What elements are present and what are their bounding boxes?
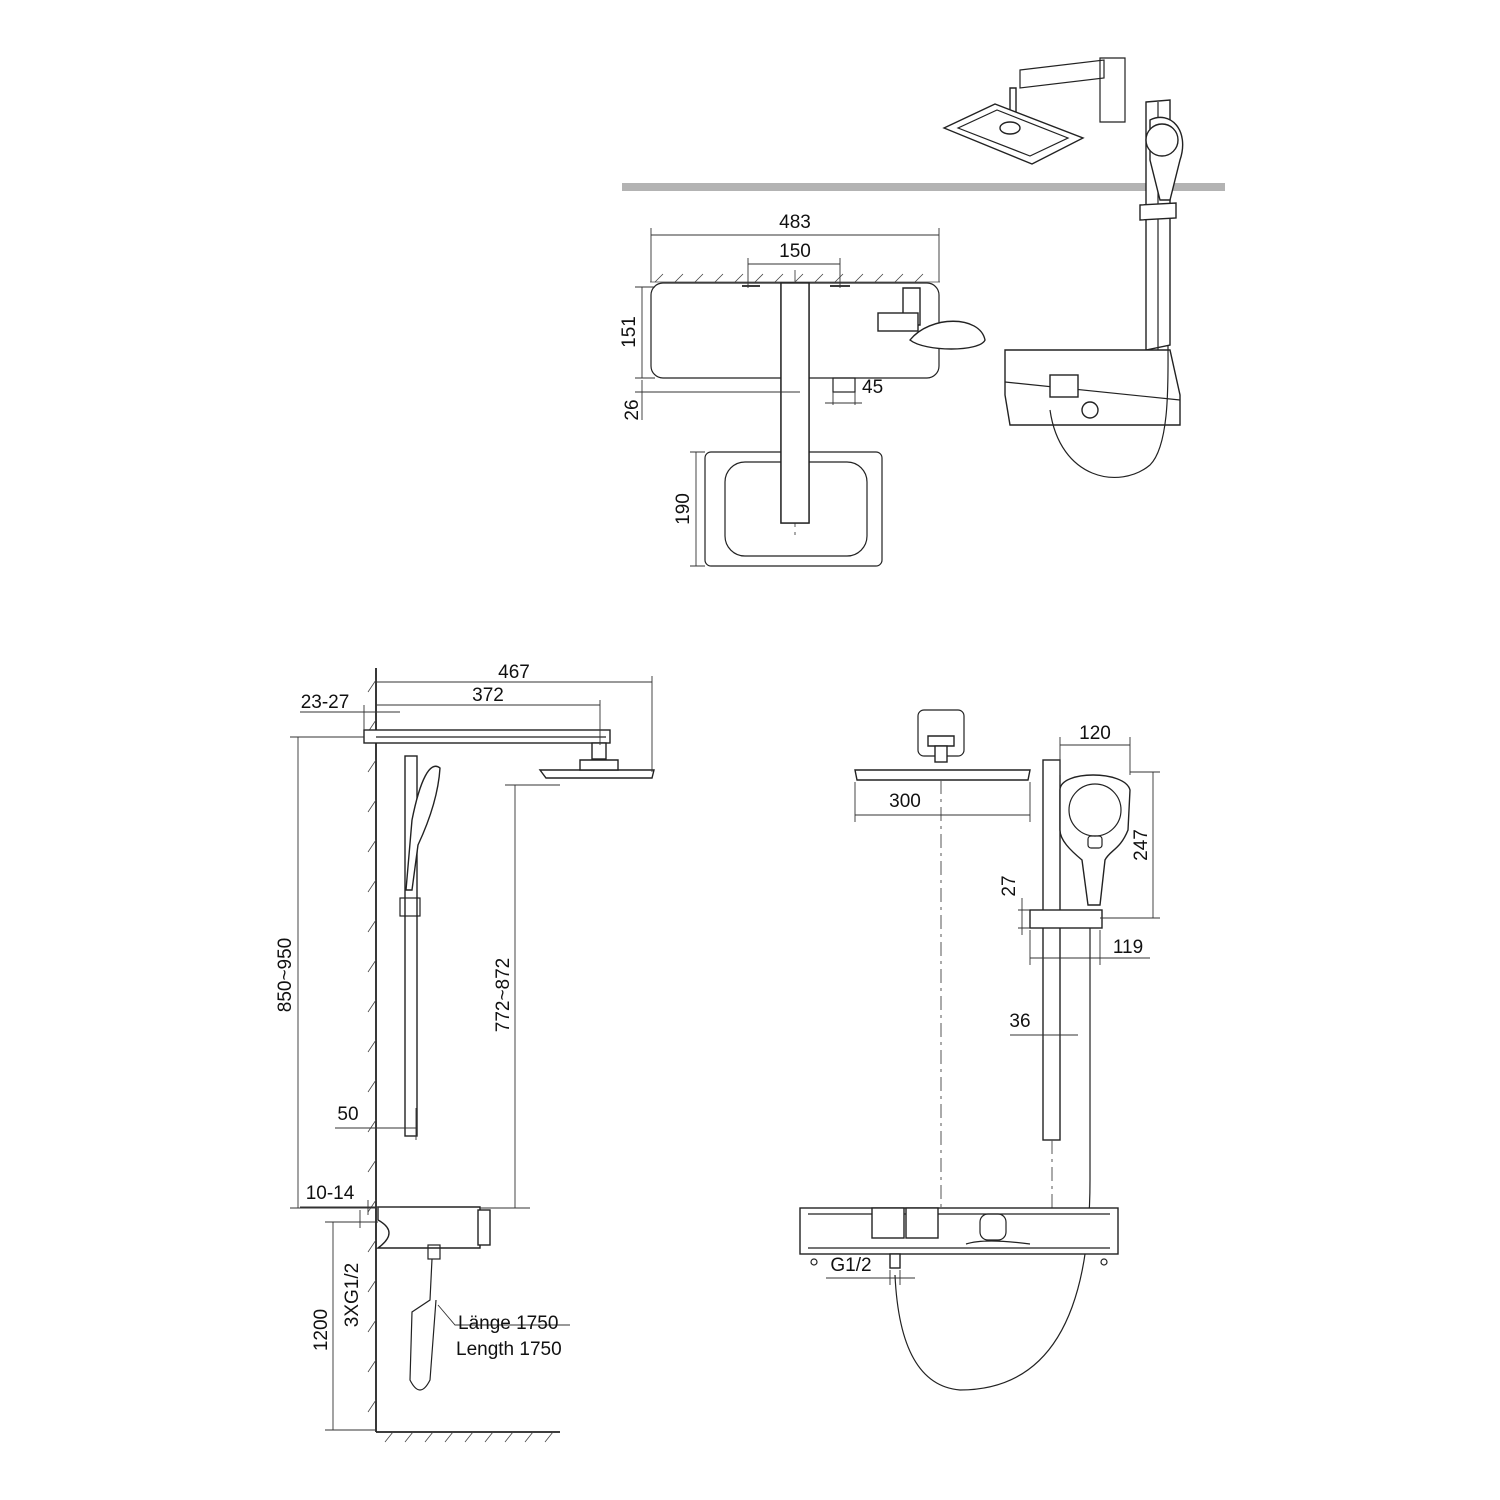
dim-26: 26	[622, 399, 643, 420]
top-view: 483 150 151 26 45 190	[619, 212, 986, 567]
dim-300: 300	[889, 791, 921, 812]
dim-45: 45	[862, 377, 883, 398]
hose-length-de: Länge 1750	[458, 1313, 558, 1334]
front-view: 300 120 247 27 119 36 G1/2	[799, 709, 1160, 1391]
dim-151: 151	[619, 316, 640, 348]
top-view-hatching	[654, 273, 924, 283]
dim-467: 467	[498, 662, 530, 683]
dim-1200: 1200	[311, 1309, 332, 1351]
dim-3xg12: 3XG1/2	[342, 1263, 363, 1327]
dim-247: 247	[1131, 829, 1152, 861]
dim-27: 27	[999, 875, 1020, 896]
dim-150: 150	[779, 241, 811, 262]
ceiling-bar	[622, 183, 1225, 191]
dim-850-950: 850~950	[275, 938, 296, 1013]
dim-50: 50	[337, 1104, 358, 1125]
side-view: 467 372 23-27 850~950 772~872 50 10-14 3…	[275, 662, 655, 1443]
dim-372: 372	[472, 685, 504, 706]
perspective-shower-column	[1004, 99, 1184, 478]
perspective-head-shower	[942, 57, 1126, 165]
dim-10-14: 10-14	[306, 1183, 355, 1204]
dim-190: 190	[673, 493, 694, 525]
dim-g12: G1/2	[830, 1255, 871, 1276]
dim-120: 120	[1079, 723, 1111, 744]
hose-length-en: Length 1750	[456, 1339, 562, 1360]
dim-772-872: 772~872	[493, 958, 514, 1033]
dim-36: 36	[1009, 1011, 1030, 1032]
dim-23-27: 23-27	[301, 692, 350, 713]
dim-119: 119	[1113, 937, 1143, 958]
dim-483: 483	[779, 212, 811, 233]
